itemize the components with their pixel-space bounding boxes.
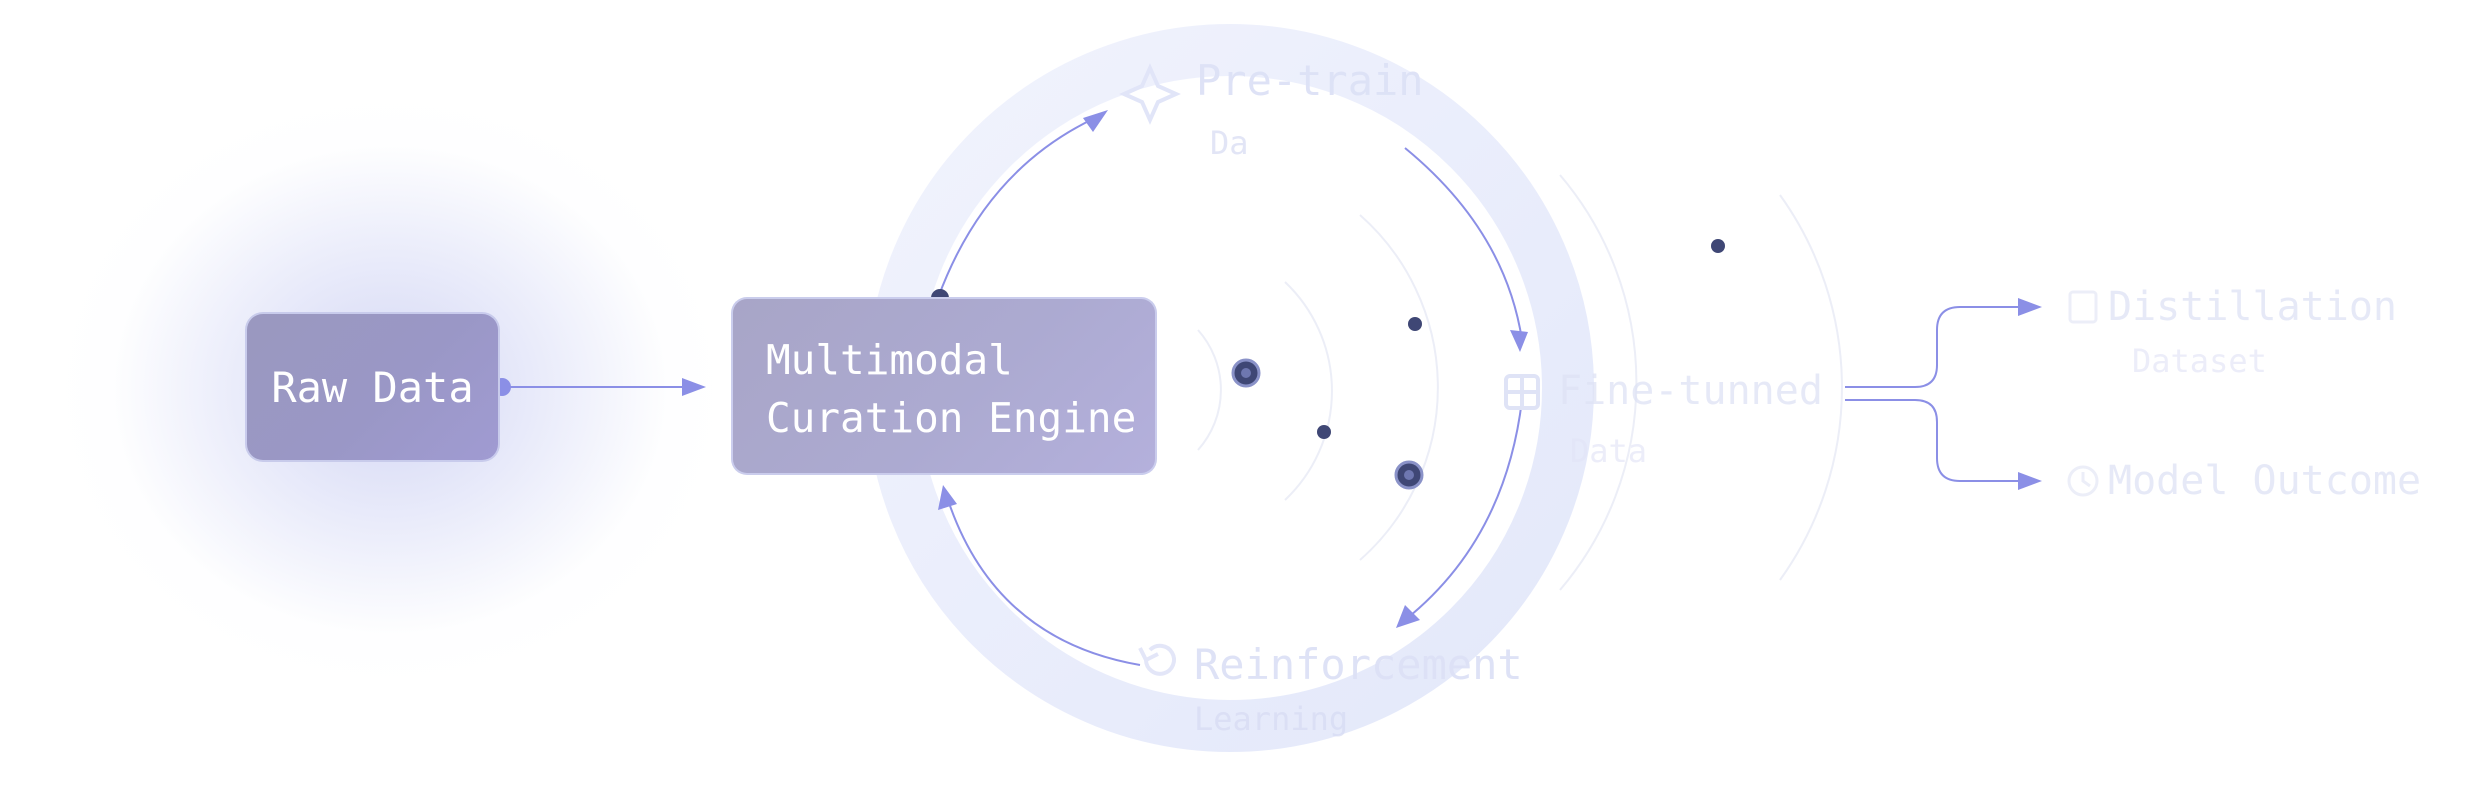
raw-data-node[interactable]: Raw Data — [245, 312, 500, 462]
particle-dot — [1404, 470, 1414, 480]
pretrain-label: Pre-train — [1196, 56, 1424, 105]
finetune-sub-label: Data — [1570, 432, 1648, 470]
rl-label: Reinforcement — [1194, 640, 1523, 689]
engine-label-line1: Multimodal — [766, 336, 1013, 384]
loop-arc-right — [1404, 147, 1523, 341]
arrowhead-up — [1083, 110, 1108, 132]
curation-engine-node[interactable]: Multimodal Curation Engine — [731, 297, 1157, 475]
refresh-icon — [1138, 643, 1176, 676]
output-top-arrowhead — [2018, 298, 2042, 316]
clock-icon — [2067, 465, 2099, 497]
loop-arc-left — [947, 499, 1141, 666]
rl-sub-label: Learning — [1194, 700, 1349, 738]
raw-to-engine-arrowhead — [682, 378, 706, 396]
loop-arc-down — [1404, 399, 1523, 621]
loop-arc-up — [937, 117, 1096, 299]
particle-dot — [1408, 317, 1422, 331]
wave-arcs — [1197, 174, 1843, 591]
sparkle-icon — [1119, 63, 1181, 125]
raw-data-label: Raw Data — [271, 362, 474, 412]
data-particles — [1231, 239, 1725, 490]
distillation-label: Distillation — [2108, 284, 2397, 330]
particle-dot — [1317, 425, 1331, 439]
engine-label-line2: Curation Engine — [766, 394, 1137, 442]
grid-icon — [1504, 374, 1540, 410]
particle-dot — [1241, 368, 1251, 378]
output-branches — [1845, 306, 2025, 482]
arrowhead-down — [1396, 605, 1420, 628]
model-outcome-label: Model Outcome — [2108, 458, 2422, 504]
output-bottom-arrowhead — [2018, 472, 2042, 490]
arrowhead-left — [938, 485, 957, 510]
particle-dot — [1711, 239, 1725, 253]
arrowhead-right — [1510, 330, 1528, 352]
distillation-sub-label: Dataset — [2132, 342, 2267, 380]
pretrain-sub-label: Da — [1210, 124, 1249, 162]
finetune-label: Fine-tunned — [1558, 368, 1823, 414]
book-icon — [2068, 290, 2098, 324]
